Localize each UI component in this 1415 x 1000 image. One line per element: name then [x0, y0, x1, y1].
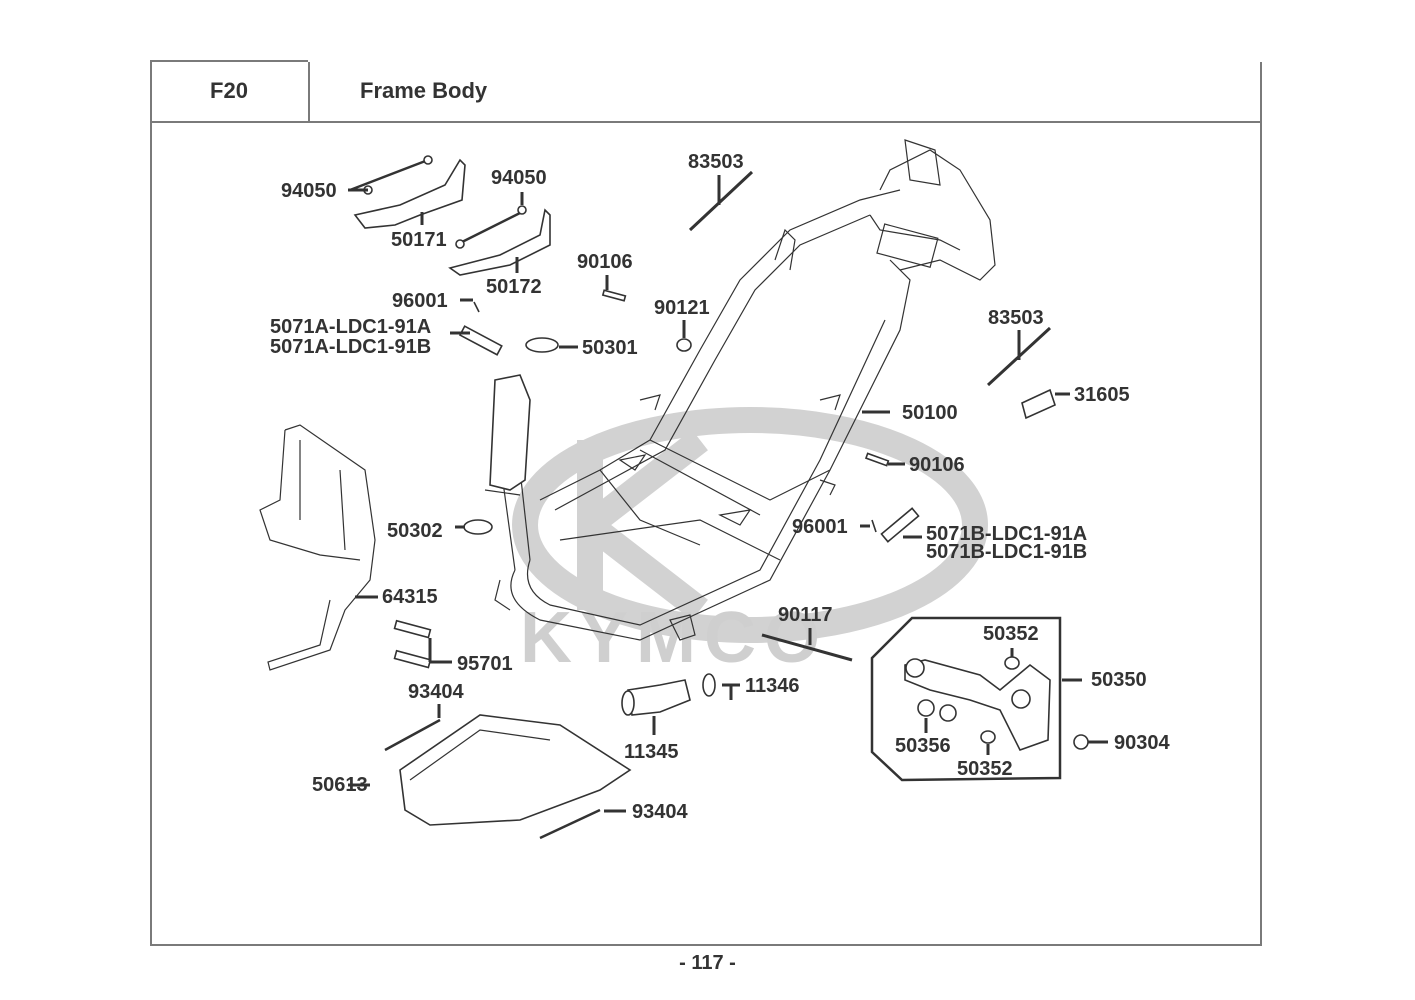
part-label: 83503 — [688, 151, 744, 173]
part-label: 95701 — [457, 653, 513, 675]
link-kit-50350-drawing — [870, 616, 1089, 782]
collar-50352-icon — [980, 730, 996, 744]
part-label: 90106 — [909, 454, 965, 476]
section-title: Frame Body — [360, 78, 488, 103]
bolt-96001-icon — [871, 519, 877, 533]
bolt-90106-icon — [864, 452, 890, 467]
bolt-95701-icon — [393, 619, 432, 639]
bracket-50172-drawing — [448, 205, 551, 276]
bearing-race-50301-icon — [525, 337, 559, 353]
watermark-k-mark — [577, 429, 708, 621]
part-label: 11345 — [624, 741, 679, 763]
kymco-watermark: KYMCO — [512, 407, 988, 678]
header-top-gap — [308, 60, 1264, 62]
bracket-50171-drawing — [349, 155, 466, 229]
part-label: 5071B-LDC1-91B — [926, 541, 1087, 563]
bushing-icon — [905, 658, 925, 678]
part-label: 5071B-LDC1-91A — [926, 523, 1087, 545]
part-label: 94050 — [491, 167, 547, 189]
part-label: 11346 — [745, 675, 800, 697]
leader-lines — [348, 175, 1108, 813]
nut-icon — [517, 205, 527, 215]
stand-64315-drawing — [259, 424, 432, 671]
part-label: 5071A-LDC1-91B — [270, 336, 431, 358]
section-code: F20 — [210, 78, 248, 103]
under-cover-50613-drawing — [384, 714, 632, 840]
header-cell-divider — [308, 60, 310, 122]
part-label: 50613 — [312, 774, 368, 796]
main-frame-drawing — [484, 139, 996, 641]
nut-icon — [455, 239, 465, 249]
part-labels: 94050 50171 94050 50172 96001 5071A-LDC1… — [270, 151, 1170, 823]
part-label: 83503 — [988, 307, 1044, 329]
part-label: 64315 — [382, 586, 438, 608]
part-label: 93404 — [632, 801, 688, 823]
part-label: 90121 — [654, 297, 710, 319]
page-number: - 117 - — [679, 952, 736, 974]
part-label: 90117 — [778, 604, 833, 626]
bolt-90106-icon — [601, 289, 627, 302]
nut-icon — [423, 155, 433, 165]
part-label: 50301 — [582, 337, 638, 359]
part-label: 5071A-LDC1-91A — [270, 316, 431, 338]
bearing-race-50302-icon — [463, 519, 493, 535]
bushing-icon — [1011, 689, 1031, 709]
bolt-90117-icon — [761, 633, 853, 662]
bolt-95701-icon — [393, 649, 432, 669]
footrest-5071b-icon — [880, 507, 920, 543]
part-label: 50100 — [902, 402, 958, 424]
part-label: 96001 — [392, 290, 448, 312]
hose-11345-icon — [627, 679, 691, 716]
part-label: 96001 — [792, 516, 848, 538]
part-label: 50172 — [486, 276, 542, 298]
hose-end-icon — [621, 690, 635, 716]
watermark-ellipse — [512, 407, 988, 643]
part-label: 50356 — [895, 735, 951, 757]
clamp-11346-icon — [702, 673, 716, 697]
part-label: 50350 — [1091, 669, 1147, 691]
hose-clamp-drawing — [621, 633, 853, 716]
small-hardware-drawing — [458, 170, 1056, 543]
nut-90304-icon — [1073, 734, 1089, 750]
washer-90121-icon — [676, 338, 692, 352]
plate-31605-icon — [1021, 388, 1056, 420]
bearing-50356-icon — [917, 699, 935, 717]
part-label: 90106 — [577, 251, 633, 273]
part-label: 50171 — [391, 229, 447, 251]
rod-83503-icon — [688, 170, 754, 232]
part-label: 94050 — [281, 180, 337, 202]
part-label: 50352 — [957, 758, 1013, 780]
footrest-5071a-icon — [458, 325, 503, 356]
bolt-96001-icon — [473, 301, 480, 313]
bearing-50356-icon — [939, 704, 957, 722]
part-label: 93404 — [408, 681, 464, 703]
part-label: 50352 — [983, 623, 1039, 645]
header-divider — [150, 121, 1262, 123]
collar-50352-icon — [1004, 656, 1020, 670]
part-label: 31605 — [1074, 384, 1130, 406]
part-label: 50302 — [387, 520, 443, 542]
part-label: 90304 — [1114, 732, 1170, 754]
